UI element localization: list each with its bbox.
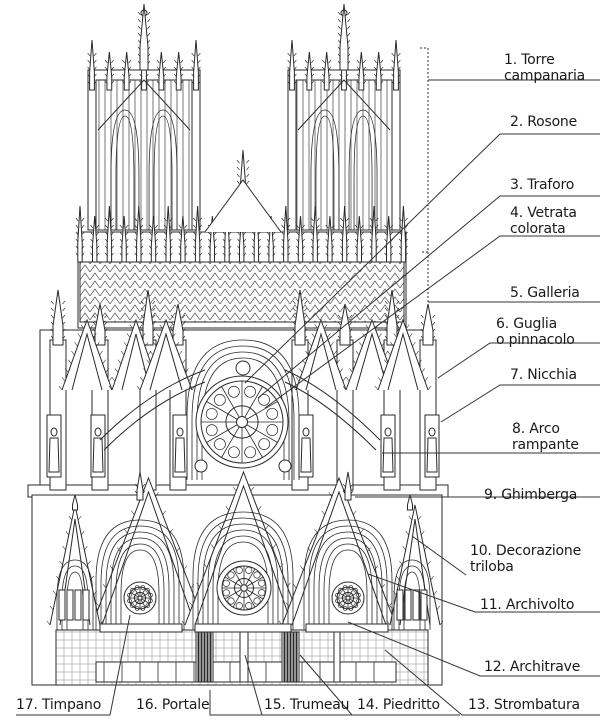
label-guglia: 6. Guglia o pinnacolo: [496, 316, 575, 348]
tower-right-spire: [339, 3, 349, 71]
label-piedritto: 14. Piedritto: [357, 697, 440, 713]
gable-right: [281, 476, 397, 626]
flying-buttress-right: [284, 369, 381, 441]
leader-vetrata: [264, 235, 600, 409]
jamb: [333, 631, 341, 683]
leader-torre-bracket: [420, 47, 429, 253]
leader-guglia: [437, 342, 600, 379]
buttress-pinnacle: [142, 289, 154, 346]
portal-right-archivolt: [303, 519, 393, 630]
leader-timpano: [16, 614, 131, 716]
tympanum-center: [216, 560, 272, 616]
buttress-pinnacle: [52, 289, 64, 346]
label-vetrata-colorata: 4. Vetrata colorata: [510, 205, 577, 237]
buttress-pinnacle: [94, 303, 106, 346]
label-portale: 16. Portale: [136, 697, 210, 713]
gallery-arcade: [79, 261, 405, 323]
upper-gable: [377, 318, 429, 391]
rose-window: [195, 375, 289, 469]
buttress-pinnacle: [422, 303, 434, 346]
tower-left-spire: [139, 3, 149, 71]
label-timpano: 17. Timpano: [16, 697, 102, 713]
leader-decorazione: [411, 535, 467, 576]
trumeau: [239, 631, 249, 683]
buttress-pinnacle: [339, 303, 351, 346]
label-strombatura: 13. Strombatura: [468, 697, 580, 713]
label-rosone: 2. Rosone: [510, 114, 578, 130]
label-decorazione-triloba: 10. Decorazione triloba: [470, 543, 581, 575]
leader-nicchia: [440, 384, 600, 423]
lintel-left: [99, 623, 183, 633]
gallery-gable: [204, 179, 282, 233]
upper-gable: [139, 318, 193, 391]
portal-left-archivolt: [95, 519, 185, 630]
label-arco-rampante: 8. Arco rampante: [512, 421, 579, 453]
label-architrave: 12. Architrave: [484, 659, 581, 675]
leader-traforo: [257, 195, 600, 399]
leader-portale: [209, 690, 262, 716]
buttress-pinnacle: [172, 303, 184, 346]
label-traforo: 3. Traforo: [510, 177, 575, 193]
leader-archivolto: [367, 573, 600, 613]
leader-architrave: [347, 621, 600, 677]
leader-rosone: [244, 133, 600, 384]
upper-gable: [61, 318, 113, 391]
lintel-center: [194, 623, 292, 633]
label-torre-campanaria: 1. Torre campanaria: [504, 52, 586, 84]
label-nicchia: 7. Nicchia: [510, 367, 577, 383]
label-galleria: 5. Galleria: [510, 285, 580, 301]
gable-left: [91, 476, 206, 626]
tympanum-right: [331, 581, 365, 615]
tympanum-left: [123, 581, 157, 615]
leader-strombatura: [384, 649, 600, 716]
lintel-right: [305, 623, 389, 633]
portal-center-archivolt: [192, 511, 294, 630]
label-archivolto: 11. Archivolto: [480, 597, 575, 613]
upper-gable: [295, 318, 347, 391]
label-ghimberga: 9. Ghimberga: [484, 487, 578, 503]
label-trumeau: 15. Trumeau: [264, 697, 350, 713]
